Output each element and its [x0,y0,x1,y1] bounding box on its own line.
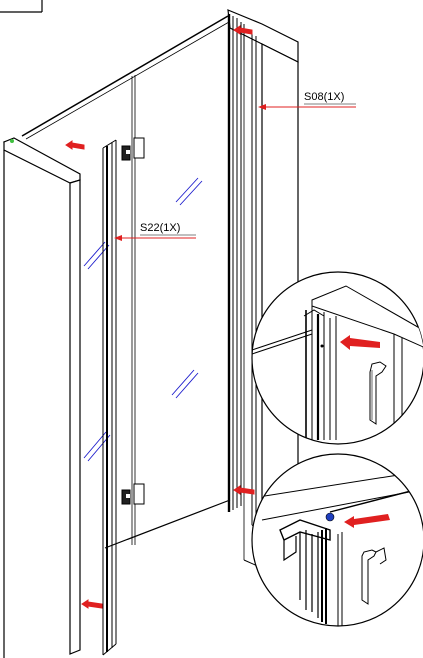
hinge-top [121,137,145,161]
glass-hatch-marks [83,177,203,462]
callout-s22-label: S22(1X) [140,222,180,234]
detail-circle-bottom [251,453,423,627]
glass-panels [21,15,231,549]
callout-s08-label: S08(1X) [304,91,344,103]
callout-s22: S22(1X) [114,222,196,241]
arrow-left-bottom [81,599,103,609]
profile-s08 [227,14,257,529]
green-marker-dot [10,139,14,143]
detail-circle-top [251,271,423,445]
blue-seal [325,512,335,522]
corner-frame [0,0,43,13]
arrow-right-bottom [233,485,255,495]
callout-s08: S08(1X) [258,91,356,110]
profile-s22 [102,139,117,656]
arrow-right-top [233,25,253,35]
arrow-detail-bottom [344,514,390,528]
arrow-left-top [65,140,85,150]
left-wall-block [2,137,81,658]
red-arrows [65,25,255,609]
hinge-bottom [121,483,145,505]
arrow-detail-top [340,335,380,350]
